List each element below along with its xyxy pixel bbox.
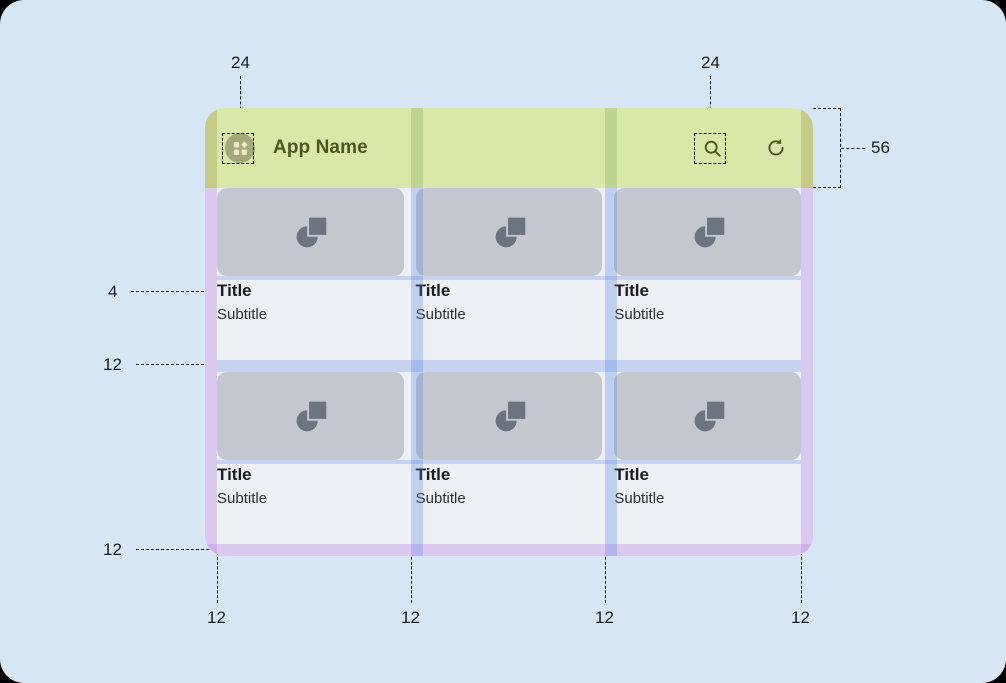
card-row: Title Subtitle Title Subtitle — [217, 372, 802, 544]
app-bar-title: App Name — [273, 137, 368, 158]
app-grid-icon — [225, 133, 255, 163]
card[interactable]: Title Subtitle — [217, 188, 404, 360]
card-title: Title — [217, 465, 252, 484]
leader-line-appbar-height — [841, 148, 865, 149]
card-media — [614, 372, 802, 460]
leader-line-bottom-margin — [136, 549, 219, 550]
image-placeholder-icon — [296, 217, 327, 248]
annotation-label-icon-right-24: 24 — [701, 53, 720, 72]
card-text: Title Subtitle — [217, 276, 404, 325]
card-media — [217, 188, 404, 276]
image-placeholder-icon — [694, 401, 724, 432]
card-text: Title Subtitle — [217, 460, 404, 509]
card-subtitle: Subtitle — [415, 305, 466, 323]
card-media — [217, 372, 404, 460]
card-text: Title Subtitle — [614, 276, 801, 325]
annotation-label-gutter-1-12: 12 — [207, 608, 226, 627]
card-text: Title Subtitle — [614, 460, 801, 509]
image-placeholder-icon — [694, 217, 724, 248]
card-subtitle: Subtitle — [614, 489, 665, 507]
card-title: Title — [614, 281, 649, 300]
search-icon[interactable] — [697, 133, 727, 163]
app-surface: App Name — [205, 108, 813, 556]
card[interactable]: Title Subtitle — [217, 372, 404, 544]
card[interactable]: Title Subtitle — [415, 372, 603, 544]
card-title: Title — [415, 281, 451, 300]
leader-line-gutter-1 — [217, 552, 218, 603]
card-title: Title — [415, 465, 451, 484]
card[interactable]: Title Subtitle — [614, 372, 802, 544]
card-title: Title — [614, 465, 649, 484]
annotation-label-appbar-height-56: 56 — [871, 138, 890, 157]
app-grid-icon-target[interactable] — [225, 133, 255, 163]
card-text: Title Subtitle — [416, 460, 603, 509]
leader-line-gutter-3 — [605, 552, 606, 603]
refresh-icon[interactable] — [761, 133, 791, 163]
card[interactable]: Title Subtitle — [614, 188, 802, 360]
leader-line-media-gap — [131, 291, 219, 292]
leader-line-row-gap — [136, 364, 219, 365]
annotation-label-row-gap-12: 12 — [103, 355, 122, 374]
image-placeholder-icon — [495, 217, 526, 248]
app-bar: App Name — [205, 108, 813, 188]
annotation-label-bottom-margin-12: 12 — [103, 540, 122, 559]
card-grid: Title Subtitle Title Subtitle — [205, 188, 813, 556]
card-subtitle: Subtitle — [217, 305, 268, 323]
image-placeholder-icon — [495, 401, 526, 432]
card-subtitle: Subtitle — [614, 305, 665, 323]
card-media — [614, 188, 802, 276]
leader-line-gutter-4 — [801, 552, 802, 603]
image-placeholder-icon — [296, 401, 327, 432]
card-subtitle: Subtitle — [415, 489, 466, 507]
card-media — [415, 372, 603, 460]
annotation-label-gutter-2-12: 12 — [401, 608, 420, 627]
leader-line-gutter-2 — [411, 552, 412, 603]
leader-line-icon-right — [710, 76, 711, 130]
annotation-label-gutter-3-12: 12 — [595, 608, 614, 627]
annotation-label-icon-left-24: 24 — [231, 53, 250, 72]
annotation-label-gutter-4-12: 12 — [791, 608, 810, 627]
card-row: Title Subtitle Title Subtitle — [217, 188, 802, 360]
card-text: Title Subtitle — [416, 276, 603, 325]
card-title: Title — [217, 281, 252, 300]
card-media — [415, 188, 603, 276]
card-subtitle: Subtitle — [217, 489, 268, 507]
annotation-label-media-gap-4: 4 — [108, 282, 118, 301]
leader-line-icon-left — [240, 76, 241, 130]
bracket-appbar-height — [813, 108, 841, 188]
card[interactable]: Title Subtitle — [415, 188, 603, 360]
